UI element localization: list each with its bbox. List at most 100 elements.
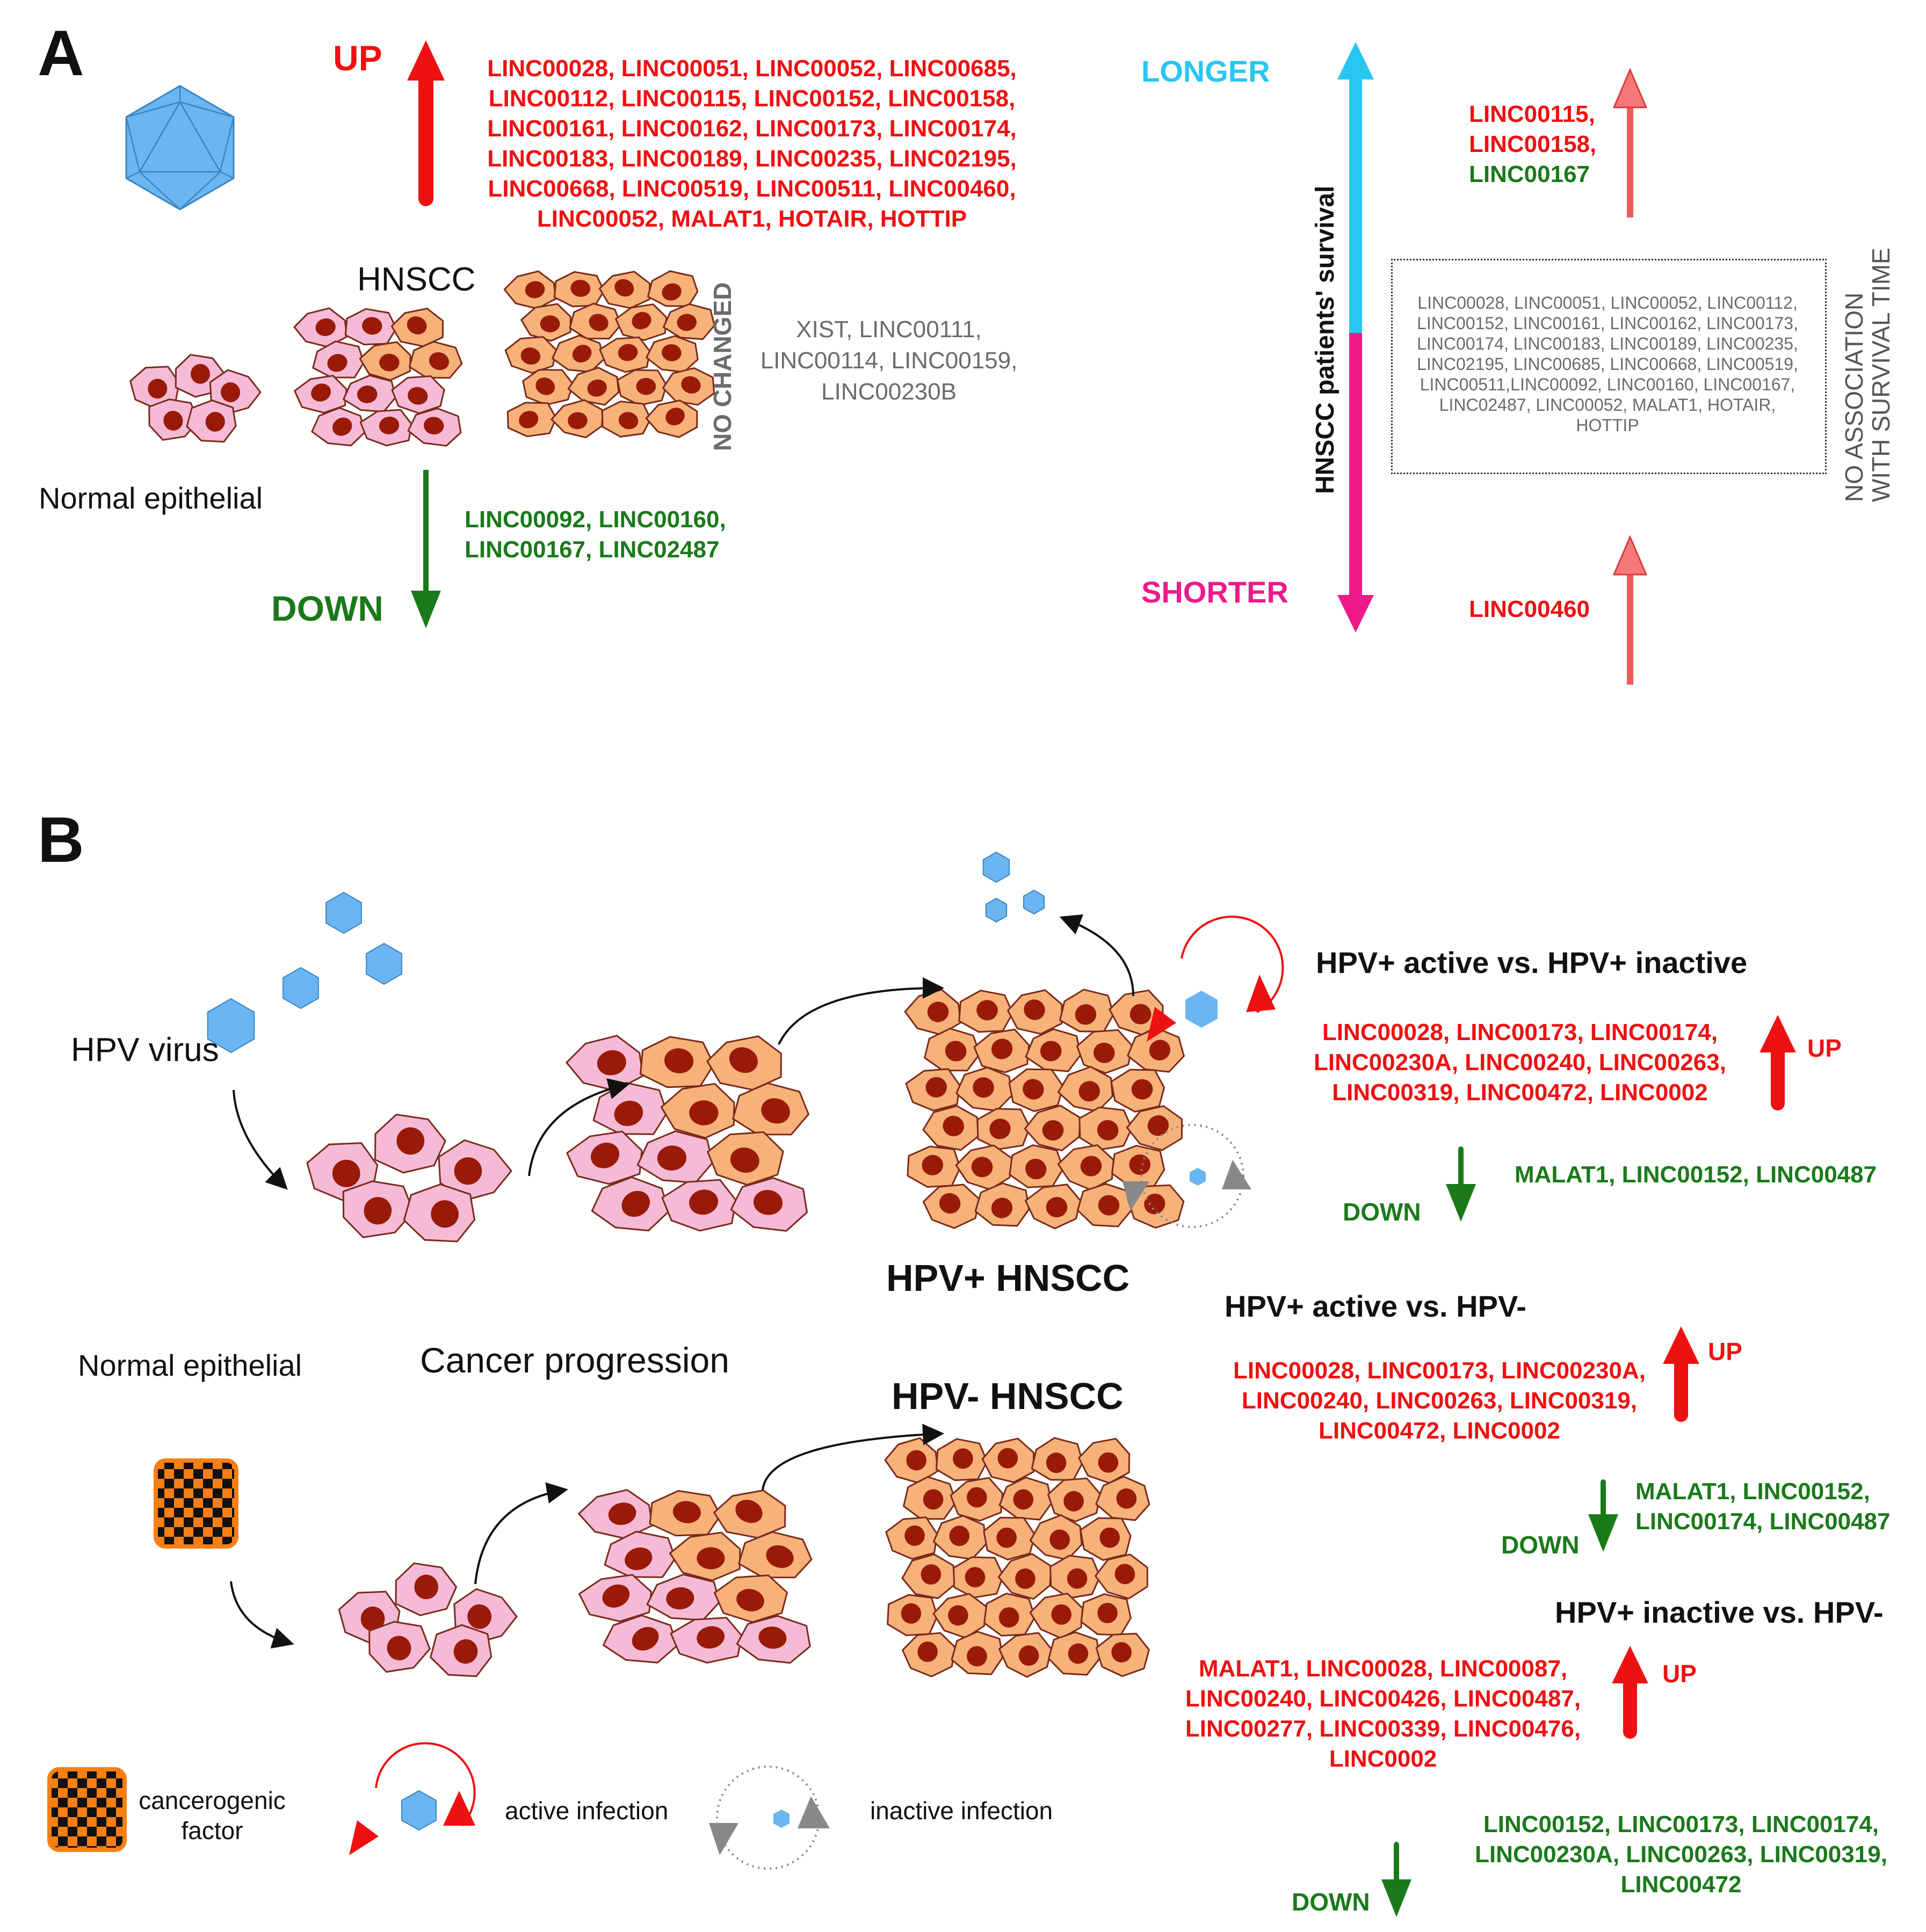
gene-list-line: LINC00472, LINC0002 [1319, 1418, 1560, 1444]
cell-nucleus [997, 1448, 1018, 1469]
cell-nucleus [1080, 1156, 1102, 1176]
cell-nucleus [429, 352, 450, 371]
shorter-survival-gene-list: LINC00460 [1469, 596, 1590, 622]
down-arrow [411, 470, 441, 628]
cell-nucleus [689, 1189, 718, 1215]
shorter-label: SHORTER [1141, 575, 1288, 609]
cell-nucleus [221, 382, 241, 402]
cell-nucleus [949, 1526, 970, 1546]
no-association-box [1391, 259, 1827, 474]
up-label: UP [333, 38, 382, 78]
carcinogen-transforming-cells [578, 1489, 813, 1664]
down-arrow-head [1381, 1879, 1411, 1917]
cell-nucleus [148, 379, 168, 399]
cell-nucleus [431, 1200, 459, 1228]
down-label: DOWN [271, 589, 383, 628]
cell-nucleus [976, 1000, 998, 1021]
hpv-virus-particles [207, 851, 1045, 1054]
panel-b-label: B [38, 804, 84, 876]
comparison-1-up-genes: LINC00028, LINC00173, LINC00174, LINC002… [1289, 1018, 1751, 1108]
gene-list-line: LINC00112, LINC00115, LINC00152, LINC001… [488, 85, 1016, 112]
cell-nucleus [1078, 1081, 1100, 1102]
cell-nucleus [730, 1147, 759, 1173]
comparison-3-up-label: UP [1662, 1660, 1697, 1688]
cell-nucleus [408, 387, 428, 405]
cell-nucleus [917, 1642, 938, 1662]
cell-nucleus [1013, 1489, 1034, 1510]
gene-list-line: LINC00114, LINC00159, [760, 347, 1018, 374]
cell-nucleus [967, 1487, 987, 1508]
cell-nucleus [677, 314, 697, 331]
hpv-particle-icon [207, 998, 255, 1054]
carcinogen-progression-arrows [230, 1423, 944, 1648]
cell-nucleus [925, 1077, 947, 1098]
up-arrow [407, 40, 445, 206]
cell-nucleus [943, 1115, 964, 1137]
no-association-label-1: NO ASSOCIATION [1840, 292, 1868, 502]
panel-b-normal-epithelial-label: Normal epithelial [78, 1348, 302, 1382]
gene-list-line: LINC00174, LINC00183, LINC00189, LINC002… [1417, 334, 1798, 353]
cell-nucleus [971, 1157, 993, 1178]
cell-nucleus [965, 1567, 986, 1588]
gene-list-line: LINC00052, MALAT1, HOTAIR, HOTTIP [537, 206, 967, 232]
cell-nucleus [540, 315, 560, 332]
gene-list-line: LINC00511,LINC00092, LINC00160, LINC0016… [1420, 375, 1795, 394]
cell-nucleus [572, 345, 592, 363]
cell-nucleus [1040, 1041, 1062, 1062]
cell-nucleus [1094, 1042, 1115, 1063]
gene-list-line: LINC00152, LINC00161, LINC00162, LINC001… [1417, 314, 1798, 333]
cell-nucleus [407, 316, 427, 335]
cell-nucleus [332, 1159, 360, 1187]
comparison-2-down-genes: MALAT1, LINC00152, LINC00174, LINC00487 [1635, 1477, 1890, 1537]
cell-nucleus [315, 318, 336, 336]
cell-nucleus [939, 1193, 961, 1214]
gene-list-line: LINC00115, [1469, 101, 1595, 127]
cell-nucleus [904, 1525, 925, 1546]
cell-nucleus [454, 1157, 482, 1185]
cell-nucleus [697, 1626, 725, 1649]
gene-list-line: LINC00174, LINC00487 [1635, 1508, 1891, 1535]
normal-epithelial-cells [129, 354, 262, 443]
transforming-cells [293, 307, 463, 447]
cell-nucleus [1098, 1195, 1120, 1216]
no-changed-label: NO CHANGED [708, 282, 736, 451]
normal-epithelial-label: Normal epithelial [39, 481, 263, 515]
comparison-1-up-label: UP [1807, 1034, 1842, 1062]
hpv-transforming-cells [566, 1035, 809, 1232]
cell-nucleus [379, 353, 400, 372]
gene-list-line: LINC00167, LINC02487 [465, 536, 720, 563]
cell-nucleus [357, 386, 378, 403]
shorter-survival-arrow [1612, 535, 1648, 685]
gene-list-line: LINC00152, LINC00173, LINC00174, [1483, 1811, 1879, 1837]
cell-nucleus [311, 383, 331, 402]
gene-list-line: LINC0002 [1329, 1746, 1437, 1772]
cell-nucleus [1046, 1197, 1068, 1218]
cell-nucleus [697, 1547, 725, 1570]
cell-nucleus [387, 1636, 411, 1661]
cell-nucleus [681, 376, 701, 394]
gene-list-line: LINC00167 [1469, 161, 1590, 187]
up-arrow-head [1760, 1015, 1796, 1052]
gene-list-line: LINC00028, LINC00051, LINC00052, LINC001… [1417, 293, 1798, 313]
comparison-2-down-label: DOWN [1501, 1531, 1580, 1559]
cancerogenic-factor-icon [154, 1458, 238, 1549]
cell-nucleus [1114, 1564, 1135, 1585]
gene-list-line: LINC00668, LINC00519, LINC00511, LINC004… [488, 176, 1016, 202]
cell-nucleus [1129, 1154, 1150, 1175]
cell-nucleus [591, 1142, 620, 1168]
cell-nucleus [597, 1050, 626, 1076]
cell-nucleus [735, 1500, 763, 1523]
legend-active-infection-icon [349, 1742, 476, 1855]
cell-nucleus [736, 1589, 764, 1611]
cell-nucleus [1023, 1079, 1044, 1100]
inactive-infection-cycle-icon [1123, 1124, 1251, 1228]
cell-nucleus [1129, 1004, 1152, 1025]
longer-survival-arrow [1612, 68, 1648, 217]
cell-nucleus [953, 1448, 973, 1469]
up-arrow-head [1663, 1326, 1699, 1364]
cell-nucleus [1042, 1120, 1064, 1141]
cell-nucleus [666, 1587, 694, 1610]
cell-nucleus [991, 1038, 1013, 1059]
cell-nucleus [901, 1603, 922, 1624]
cell-nucleus [672, 1501, 701, 1523]
